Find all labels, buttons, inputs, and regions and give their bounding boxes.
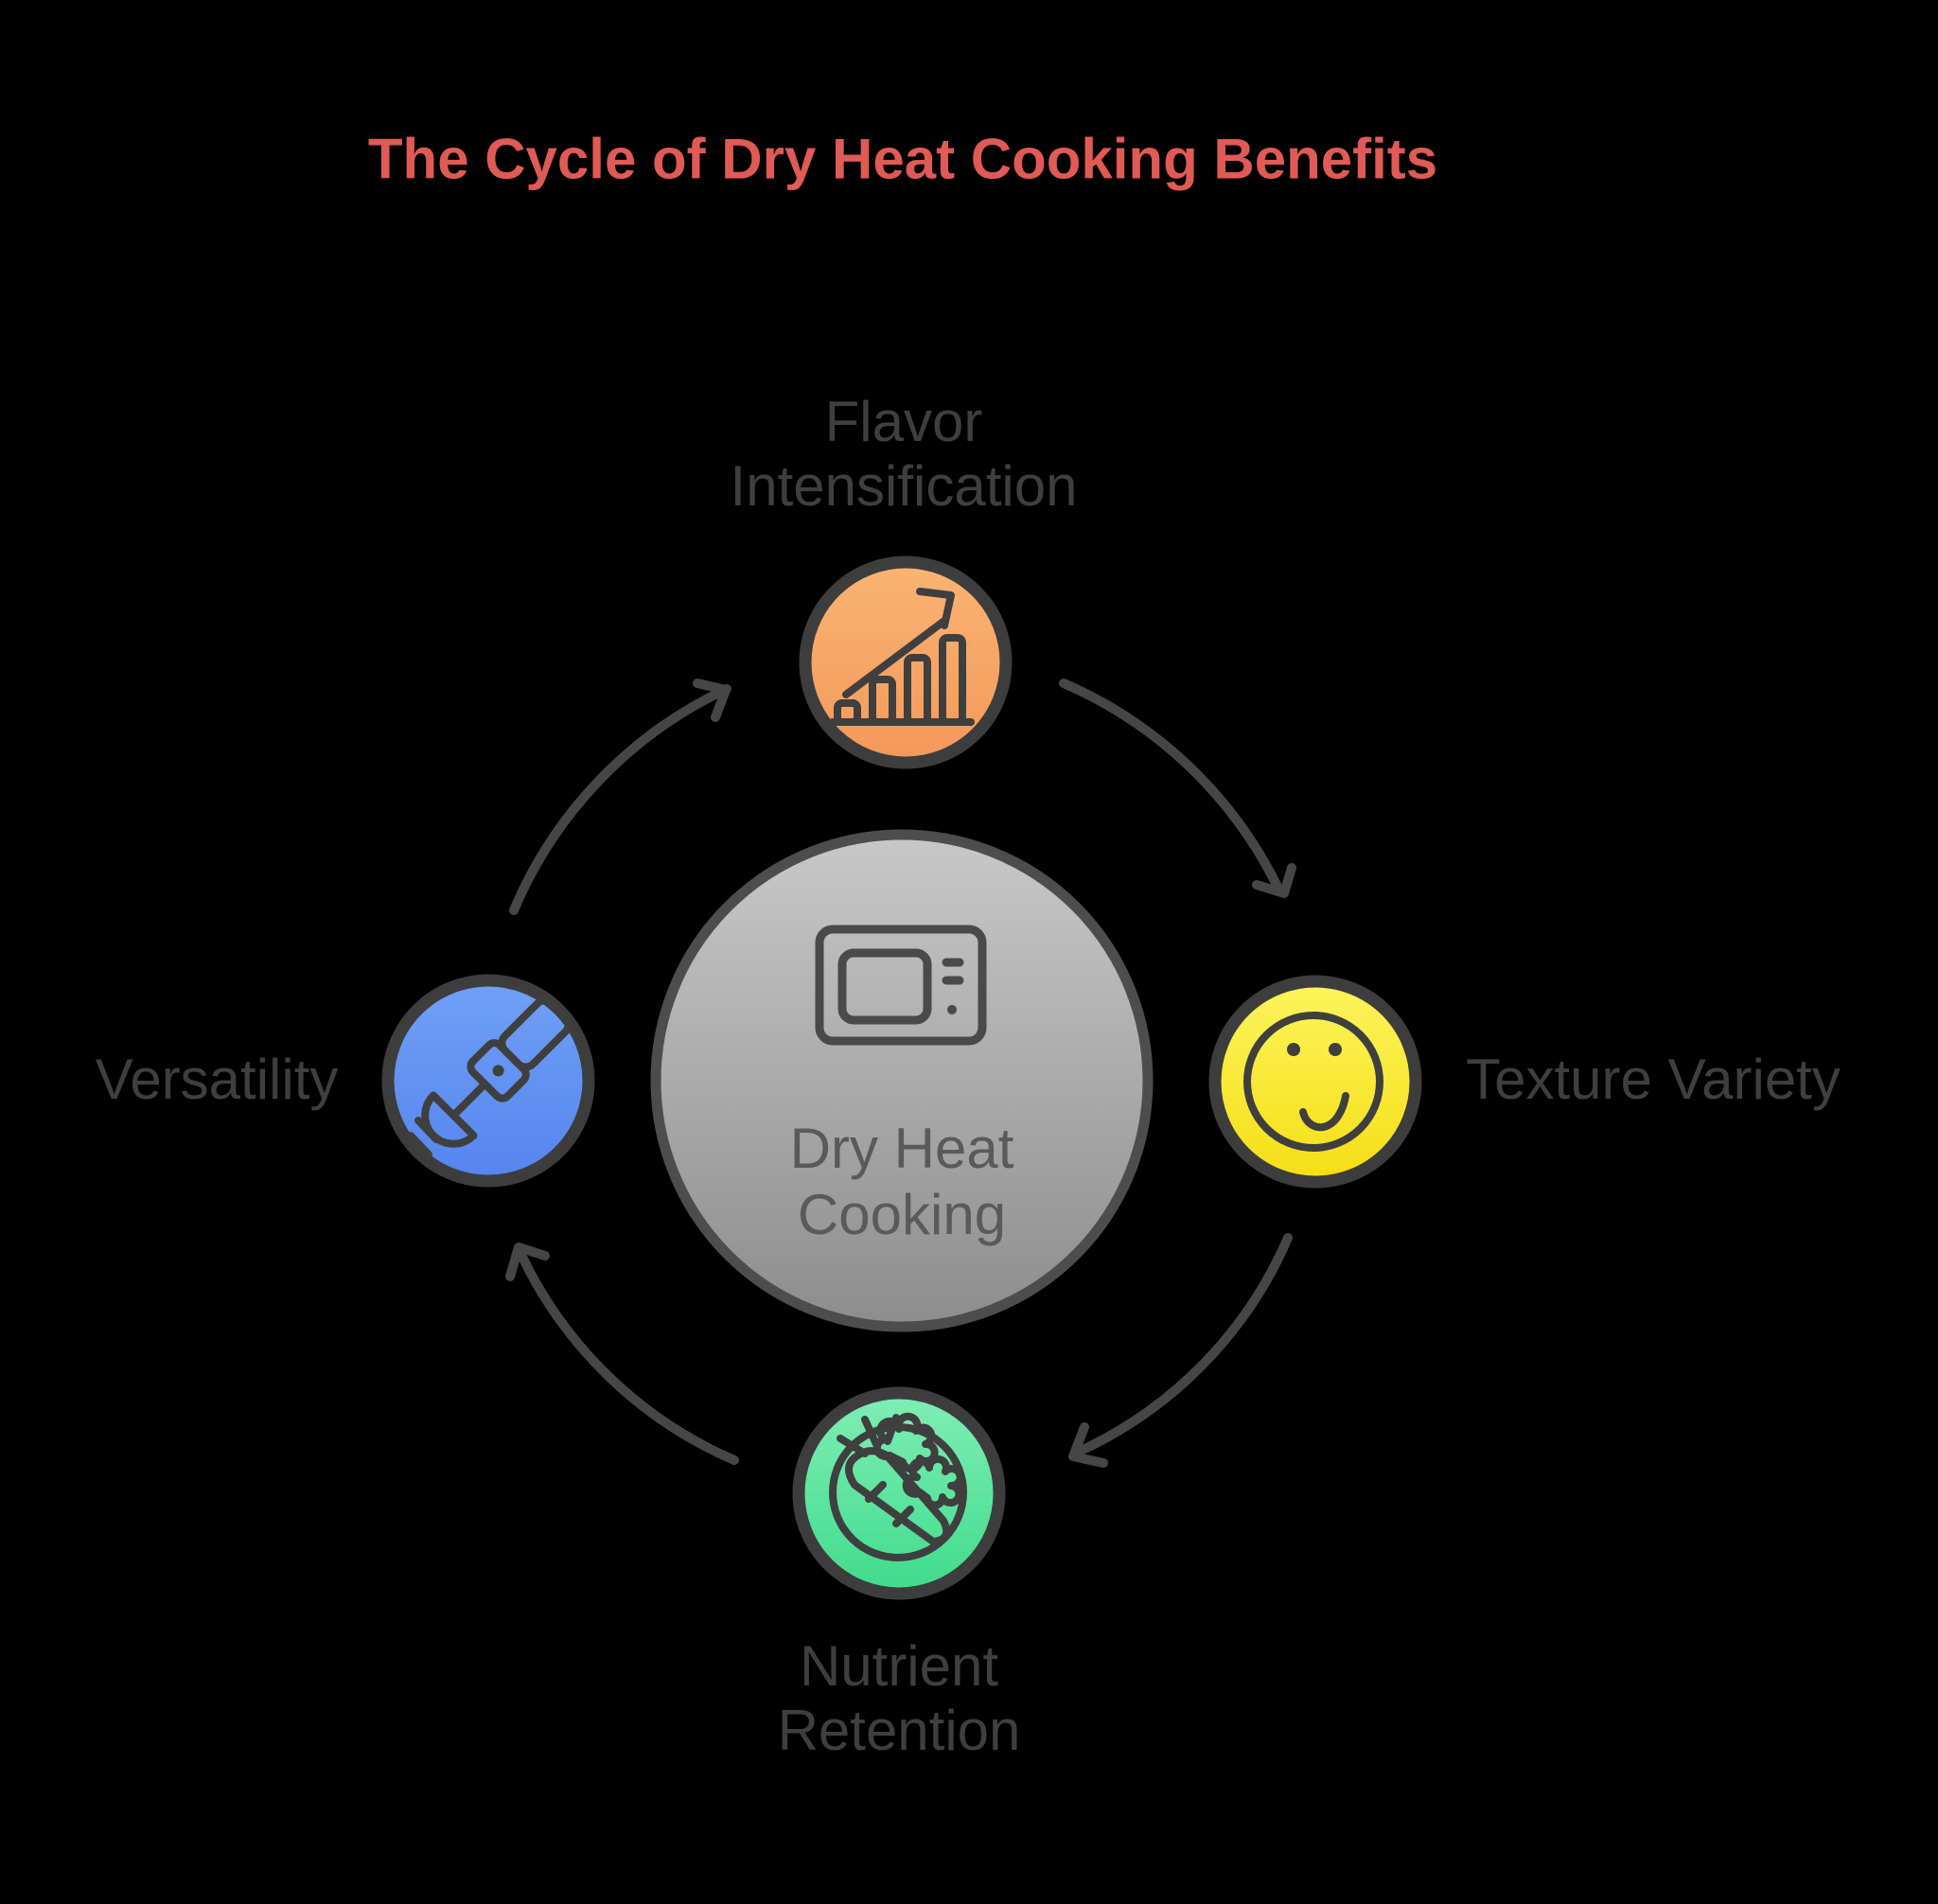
face-outline [1243, 1012, 1383, 1152]
microwave-oven-icon [815, 925, 987, 1046]
motion-line [414, 1117, 440, 1143]
label-texture-variety: Texture Variety [1466, 1048, 1841, 1111]
blender-shaft [449, 1080, 489, 1119]
arrow-texture-to-nutrient [1068, 1233, 1293, 1468]
arrowhead-icon [693, 679, 731, 722]
chart-bar [939, 634, 966, 726]
microwave-body [815, 925, 987, 1046]
arrow-arc [517, 1250, 739, 1465]
face-frown [1299, 1092, 1349, 1132]
center-circle [650, 829, 1154, 1332]
carrot-ridge [865, 1481, 887, 1503]
blender-button [492, 1065, 504, 1077]
motion-line [407, 1132, 432, 1158]
arrow-nutrient-to-versatility [505, 1243, 739, 1465]
page-title: The Cycle of Dry Heat Cooking Benefits [367, 127, 1438, 191]
carrot-ridge [892, 1506, 914, 1527]
arrow-arc [1059, 679, 1283, 893]
arrow-arc [1074, 1233, 1293, 1456]
microwave-knob [947, 1005, 957, 1014]
arrowhead-icon [1068, 1422, 1108, 1468]
immersion-blender-icon [407, 996, 573, 1158]
carrot-stem [837, 1435, 869, 1457]
arrow-flavor-to-texture [1059, 679, 1296, 898]
label-versatility: Versatility [95, 1048, 339, 1111]
label-nutrient-retention: Nutrient Retention [777, 1634, 1021, 1762]
carrot-and-broccoli-icon [829, 1412, 967, 1561]
arrow-versatility-to-flavor [509, 679, 731, 915]
chart-bar [904, 654, 931, 726]
growth-chart-icon [829, 588, 975, 726]
arrowhead-icon [505, 1243, 550, 1281]
face-eye [1329, 1043, 1342, 1056]
cycle-arrows [505, 679, 1296, 1468]
chart-bar [834, 699, 861, 726]
center-label: Dry Heat Cooking [789, 1117, 1014, 1246]
arrow-arc [509, 684, 731, 915]
trend-arrowhead [916, 588, 955, 629]
face-eye [1287, 1043, 1300, 1056]
carrot-stem [861, 1416, 880, 1448]
node-circle-versatility [381, 974, 595, 1188]
microwave-window [837, 948, 932, 1025]
confused-face-icon [1243, 1012, 1383, 1152]
arrowhead-icon [1252, 863, 1296, 898]
trend-line [842, 617, 948, 698]
chart-bar [869, 676, 896, 726]
broccoli-floret [902, 1454, 964, 1509]
label-flavor-intensification: Flavor Intensification [730, 390, 1078, 518]
